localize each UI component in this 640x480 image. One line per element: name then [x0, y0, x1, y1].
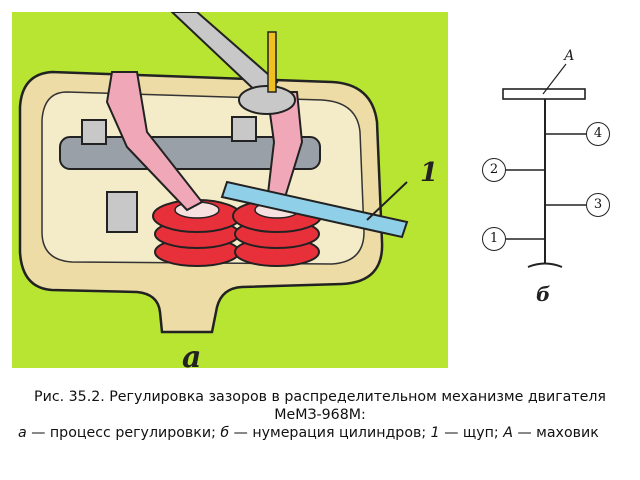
- feeler-gauge-label: 1: [420, 158, 439, 188]
- shaft-end: [527, 262, 563, 268]
- bolt: [106, 191, 138, 233]
- cylinder-4-marker: 4: [586, 122, 610, 146]
- cylinder-1-marker: 1: [482, 227, 506, 251]
- figure-b-label: б: [536, 282, 551, 306]
- figure-a-label: а: [182, 340, 202, 375]
- cylinder-2-marker: 2: [482, 158, 506, 182]
- nut: [231, 116, 257, 142]
- flywheel-bar: [502, 88, 586, 100]
- wrench-head: [238, 85, 296, 115]
- legend-key: б: [220, 425, 230, 441]
- flywheel-leader: [542, 63, 567, 95]
- cylinder-3-marker: 3: [586, 193, 610, 217]
- screwdriver: [267, 31, 277, 93]
- legend-key: 1: [430, 425, 440, 441]
- legend-text: — маховик: [512, 425, 599, 441]
- figure-a-illustration: 1 а: [12, 12, 448, 375]
- feeler-gauge: [220, 180, 409, 239]
- engine-head-drawing: [18, 12, 409, 334]
- legend-key: а: [18, 425, 27, 441]
- flywheel-label: А: [564, 48, 575, 64]
- legend-key: А: [503, 425, 513, 441]
- figure-caption: Рис. 35.2. Регулировка зазоров в распред…: [18, 388, 622, 442]
- figure-b-diagram: А 4 2 3 1 б: [468, 42, 628, 312]
- rocker-shaft: [59, 136, 321, 170]
- rocker-arm-left: [105, 71, 204, 212]
- nut: [81, 119, 107, 145]
- legend-text: — процесс регулировки;: [26, 425, 221, 441]
- wrench: [170, 12, 279, 99]
- caption-title: Рис. 35.2. Регулировка зазоров в распред…: [34, 389, 606, 423]
- leader-line: [366, 181, 408, 221]
- valve-spring-left: [152, 199, 242, 267]
- cylinder-numbering-schematic: [502, 63, 586, 268]
- caption-legend: а — процесс регулировки; б — нумерация ц…: [18, 424, 622, 442]
- legend-text: — нумерация цилиндров;: [229, 425, 431, 441]
- legend-text: — щуп;: [439, 425, 504, 441]
